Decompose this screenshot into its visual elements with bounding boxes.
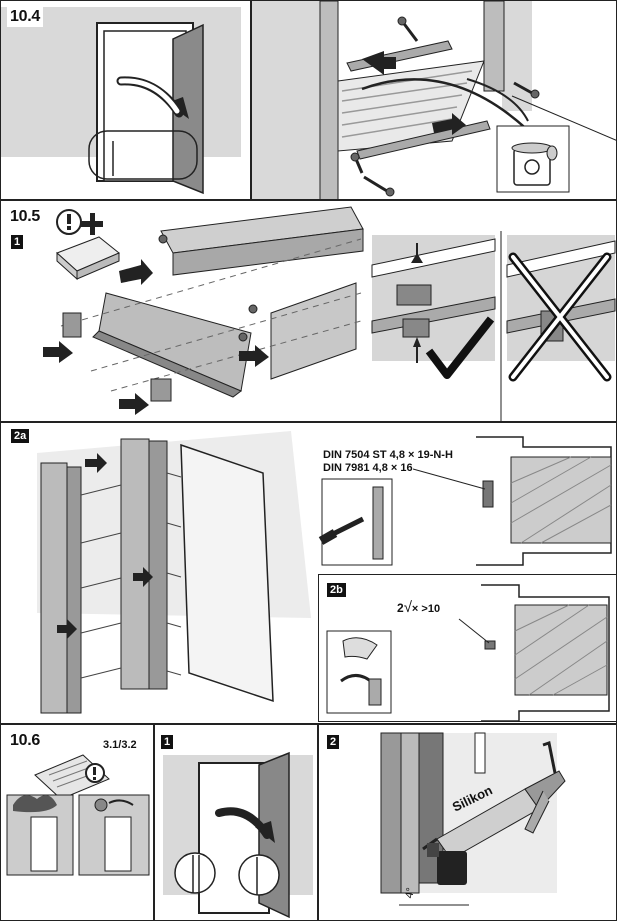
arrow-icon [57, 619, 77, 639]
screw-icon [513, 81, 533, 95]
step-number: 10.5 [7, 207, 43, 227]
frame-mounting-illustration [37, 431, 612, 714]
arrow-icon [85, 453, 107, 473]
gap-label: 2√× >10 [397, 599, 440, 616]
step-badge: 2a [11, 429, 30, 443]
step-badge: 1 [11, 235, 24, 249]
tilt-angle-label: 4° [403, 886, 418, 900]
din-7981-label: DIN 7981 4,8 × 16 [323, 462, 413, 474]
arrow-icon [119, 393, 149, 415]
screw-icon [248, 304, 258, 314]
step-number: 10.4 [7, 7, 43, 27]
panel-10-6: 10.6 3.1/3.2 [0, 724, 154, 921]
door-close-illustration [163, 751, 313, 919]
root-symbol: √ [403, 599, 412, 616]
sealing-illustration [326, 584, 610, 721]
step-number: 10.6 [7, 731, 43, 751]
paint-can-icon [342, 637, 378, 660]
silicone-application-illustration [380, 732, 566, 906]
door-leaf-icon [180, 443, 274, 703]
arrow-icon [239, 345, 269, 367]
din-7504-label: DIN 7504 ST 4,8 × 19-N-H [323, 449, 453, 461]
panel-10-4-right [251, 0, 617, 200]
panel-10-6-step2: 2 Silikon 4° [318, 724, 617, 921]
threshold-highlight [88, 130, 198, 180]
key-icon [94, 798, 108, 812]
panel-2b: 2b 2√× >10 [318, 574, 617, 722]
screw-icon [158, 234, 168, 244]
weather-test-illustration [6, 754, 150, 876]
reference-pages-label: 3.1/3.2 [103, 739, 137, 751]
gap-label-expression: × >10 [411, 603, 441, 615]
screw-icon [238, 332, 248, 342]
door-open-illustration [1, 7, 241, 195]
door-leaf-icon [172, 23, 204, 195]
arrow-icon [43, 341, 73, 363]
arrow-icon [119, 259, 153, 285]
step-badge: 2 [327, 735, 340, 749]
screw-icon [363, 175, 388, 193]
arrow-icon [432, 113, 466, 135]
panel-10-5: 10.5 1 [0, 200, 617, 422]
arrow-icon [362, 51, 396, 75]
gap-label-number: 2 [397, 601, 404, 615]
check-icon [425, 316, 495, 379]
panel-2a: 2a DIN 7504 ST 4,8 × 19-N-H DIN 7981 4,8… [0, 422, 617, 724]
panel-10-6-step1: 1 [154, 724, 318, 921]
weather-icon [13, 795, 57, 813]
mounting-rails-illustration [43, 206, 616, 421]
panel-10-4-left: 10.4 [0, 0, 251, 200]
threshold-removal-illustration [252, 1, 616, 199]
step-badge: 2b [327, 583, 346, 597]
arrow-icon [133, 567, 153, 587]
step-badge: 1 [161, 735, 174, 749]
rail-top [346, 40, 453, 72]
